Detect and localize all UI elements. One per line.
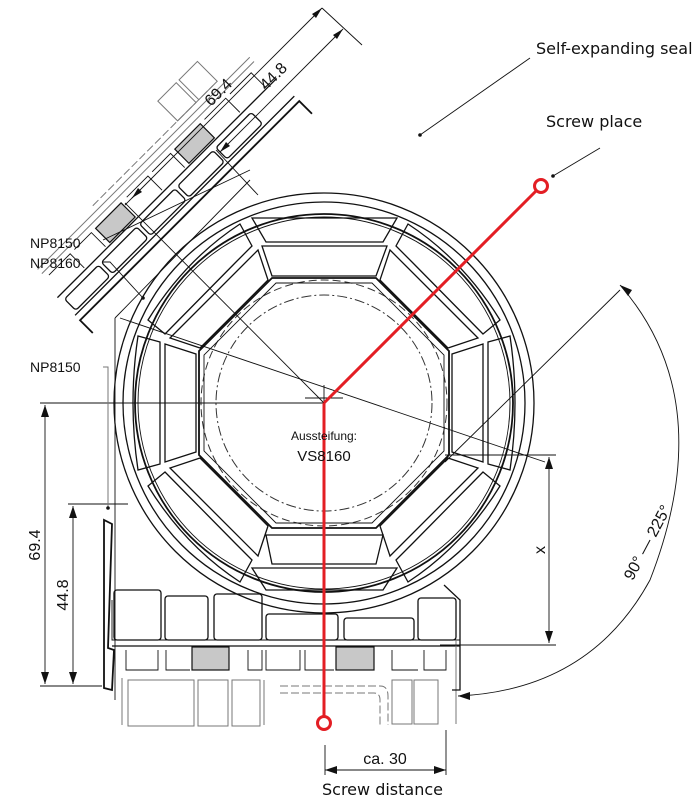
drum-chambers	[132, 217, 516, 591]
label-self-expanding-seal: Self-expanding seal	[536, 39, 693, 58]
dim-top-inner	[215, 28, 344, 196]
dim-screw-distance	[324, 730, 447, 775]
dim-angle-arc	[457, 284, 680, 700]
screw-place-marker-top[interactable]	[533, 178, 549, 194]
dim-text-angle-range: 90° — 225°	[621, 503, 675, 584]
seal-bottom-right	[335, 646, 375, 671]
dim-text-top-inner: 44.8	[257, 60, 291, 94]
label-stiffening: Aussteifung:	[291, 429, 357, 443]
dim-x	[545, 457, 553, 643]
dim-left-outer	[41, 405, 49, 684]
seal-bottom-left	[191, 646, 230, 671]
diagonal-profile	[37, 56, 313, 334]
dim-text-screw-distance: ca. 30	[363, 751, 407, 768]
dim-text-left-outer: 69.4	[27, 529, 44, 560]
screw-line-diagonal	[322, 189, 538, 405]
screw-place-marker-bottom[interactable]	[316, 715, 332, 731]
dim-left-inner	[69, 506, 77, 684]
label-np8150-top: NP8150	[30, 235, 81, 251]
drum-octagon	[198, 277, 450, 529]
label-np8150-left: NP8150	[30, 359, 81, 375]
label-np8160: NP8160	[30, 255, 81, 271]
dim-text-top-outer: 69.4	[202, 76, 236, 110]
bottom-profile	[103, 518, 461, 727]
label-stiffening-part: VS8160	[297, 448, 350, 465]
label-screw-distance: Screw distance	[322, 780, 443, 799]
dim-top-outer	[124, 7, 363, 206]
dim-text-x: x	[532, 546, 549, 554]
seal-diagonal-outer	[173, 122, 216, 165]
dim-text-left-inner: 44.8	[55, 579, 72, 610]
leader-lines	[102, 57, 601, 510]
label-screw-place: Screw place	[546, 112, 642, 131]
seal-diagonal-inner	[94, 202, 137, 244]
screw-path	[316, 178, 549, 731]
construction-lines	[40, 179, 621, 700]
